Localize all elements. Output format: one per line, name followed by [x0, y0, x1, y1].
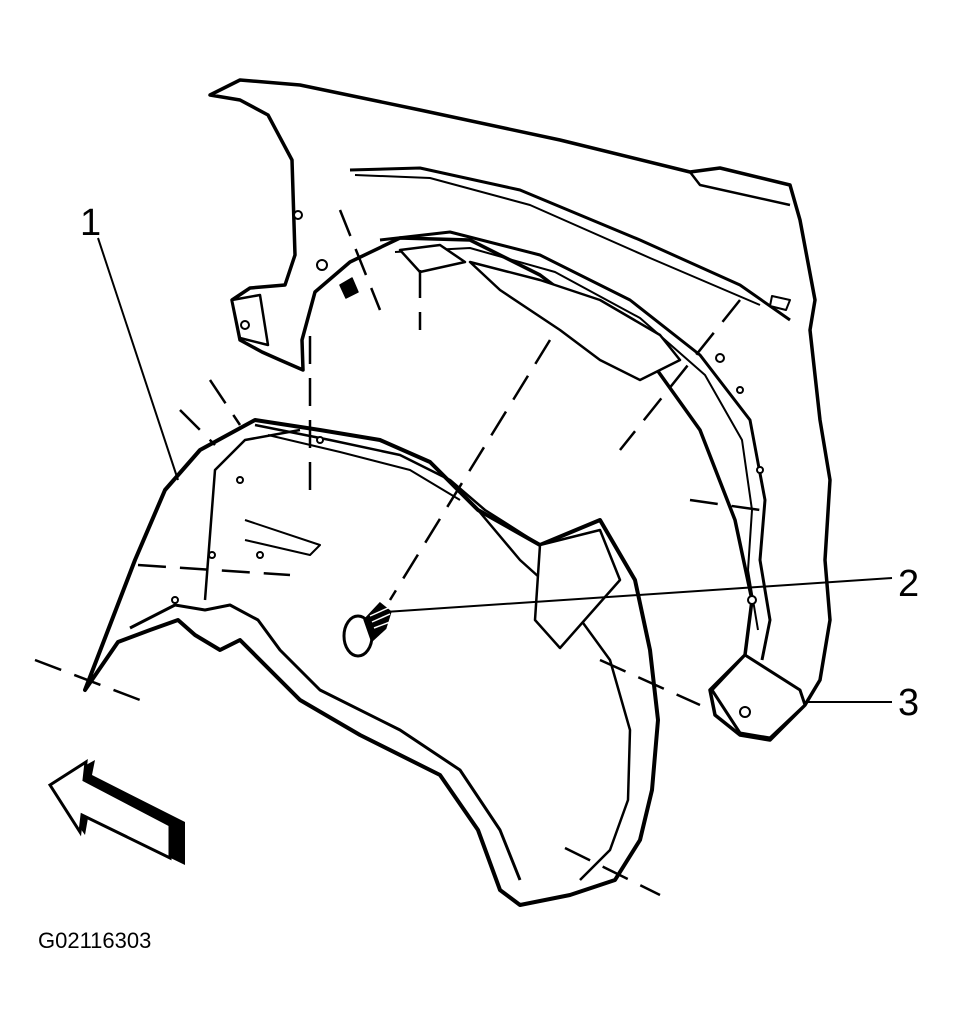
- callout-3: 3: [898, 682, 919, 724]
- leader-line-2: [384, 577, 893, 613]
- callout-2: 2: [898, 563, 919, 605]
- wheelhouse-liner: [83, 418, 660, 907]
- fender: [208, 78, 832, 742]
- push-pin-retainer: [342, 601, 392, 658]
- leader-lines: [97, 237, 893, 703]
- figure-id: G02116303: [38, 928, 151, 953]
- leader-line-1: [97, 237, 179, 481]
- alignment-lines: [34, 209, 761, 897]
- arrow-icon: [47, 759, 185, 865]
- callout-1: 1: [80, 202, 101, 244]
